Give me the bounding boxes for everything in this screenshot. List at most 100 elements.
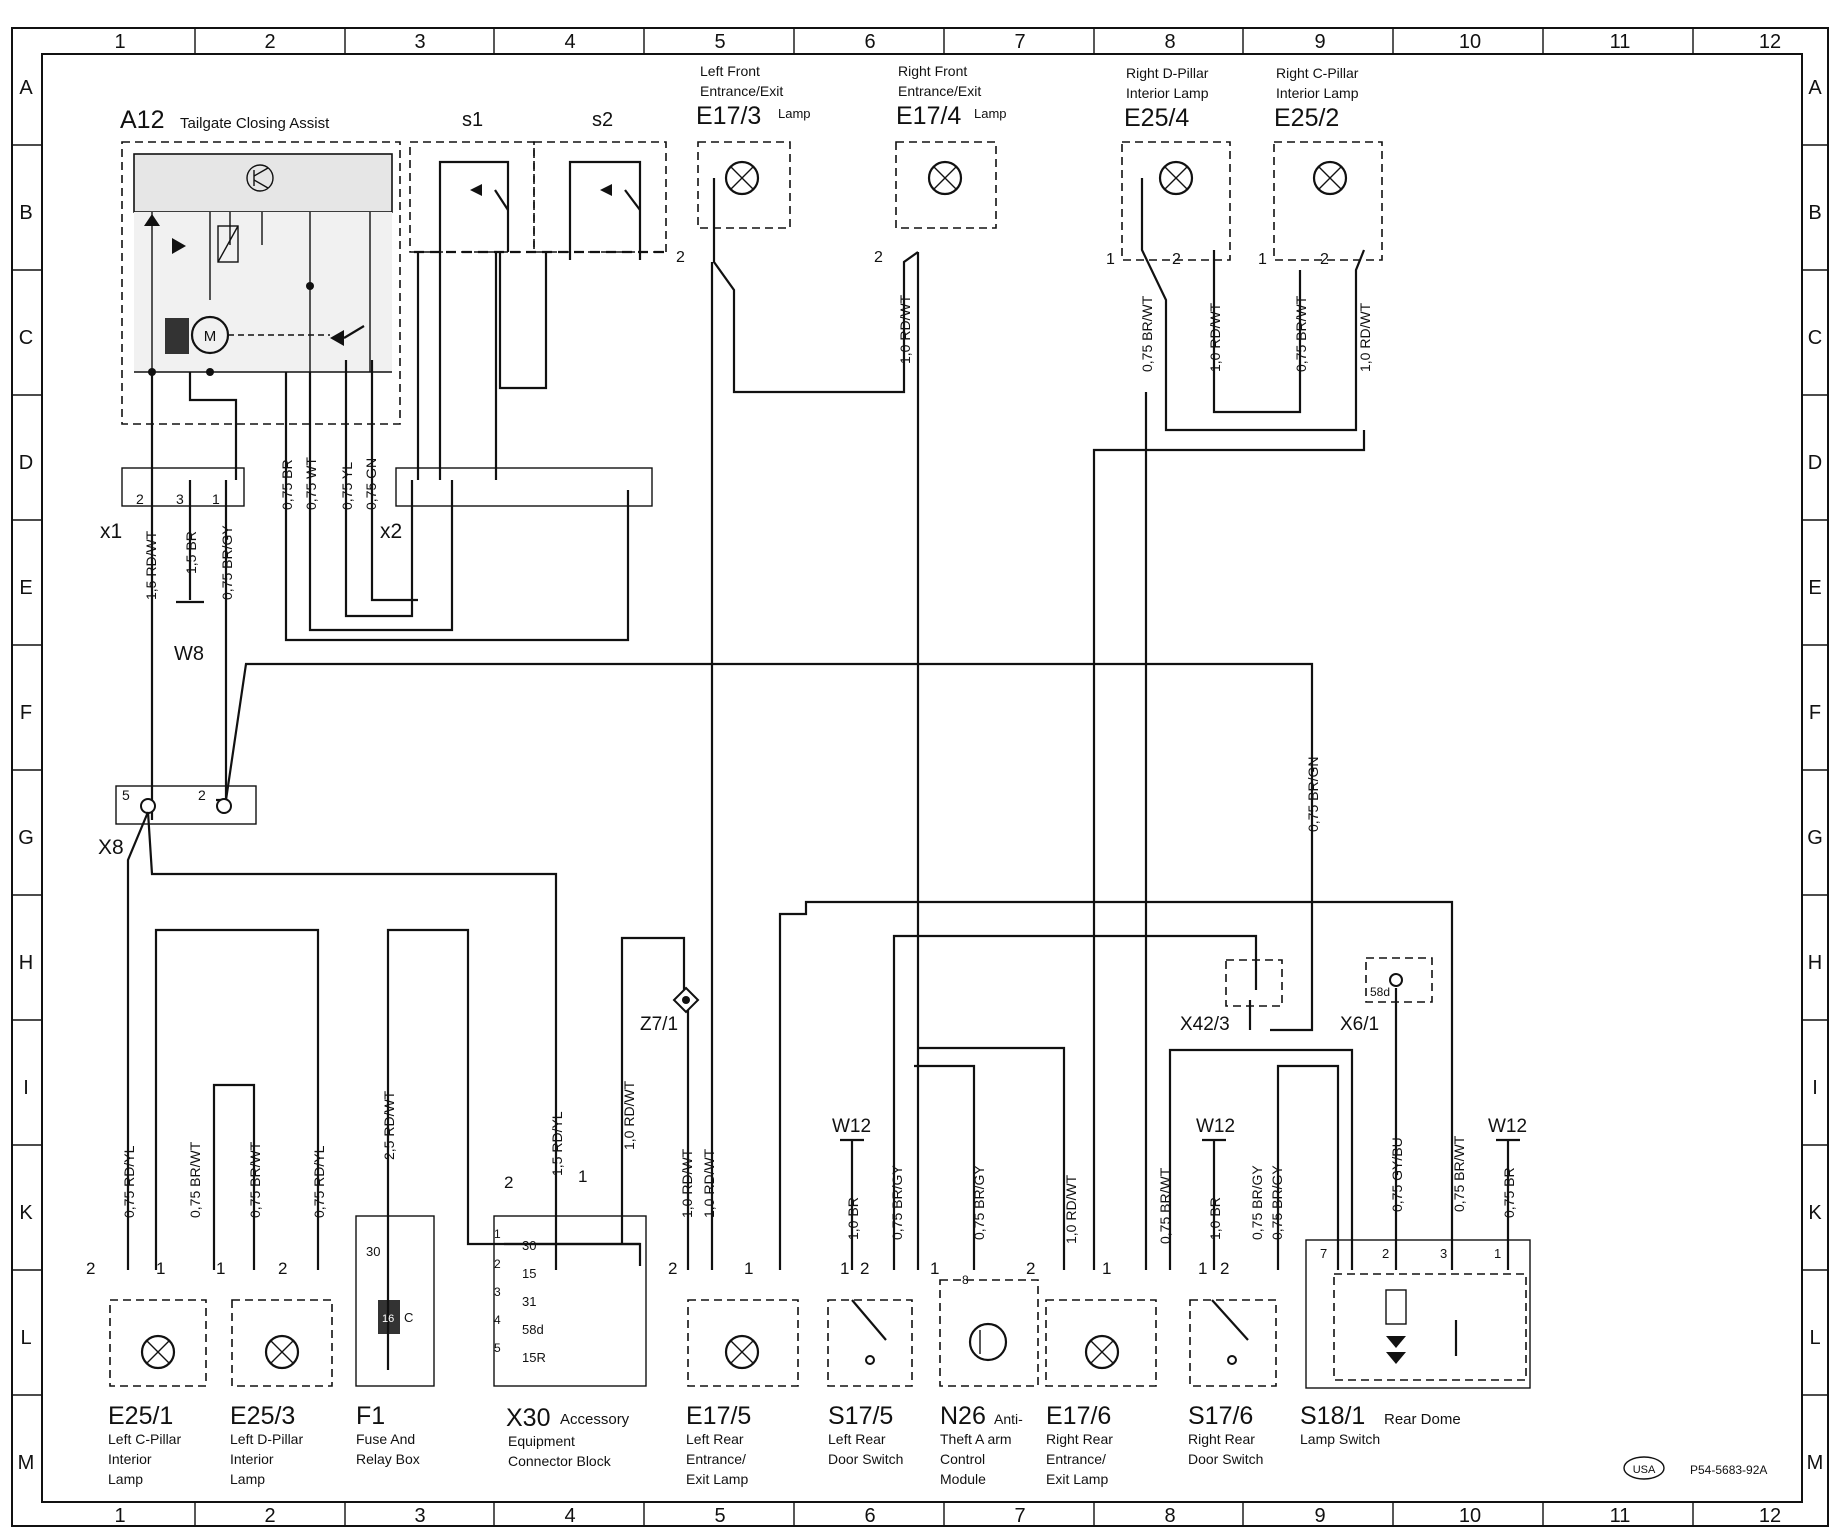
e25-2-desc2: Interior Lamp [1276,85,1359,101]
e25-1-line1: Left C-Pillar [108,1431,181,1447]
e25-3-id: E25/3 [230,1402,295,1430]
wire-x30-a: 1,5 RD/YL [549,1111,565,1176]
e25-1-line2: Interior [108,1451,152,1467]
x30-pin30: 30 [522,1238,536,1253]
col-label-top-3: 3 [414,31,425,53]
n26-line2: Control [940,1451,985,1467]
s17-5-line2: Door Switch [828,1451,903,1467]
e25-3-line3: Lamp [230,1471,265,1487]
wire-e25-3-1: 0,75 BR/WT [247,1141,263,1218]
wire-s18-3: 0,75 BR/WT [1451,1135,1467,1212]
wire-s17-6-2a: 0,75 BR/GY [1249,1165,1265,1240]
s17-6-pin1: 1 [1198,1259,1207,1278]
usa-logo-text: USA [1633,1464,1656,1476]
row-label-right-H: H [1808,952,1822,974]
col-label-top-11: 11 [1610,31,1631,53]
row-label-left-E: E [19,577,32,599]
usa-logo-icon [1623,1456,1665,1480]
wire-a12-yl: 0,75 YL [339,462,355,510]
wire-e25-2-2: 1,0 RD/WT [1357,302,1373,372]
row-label-right-B: B [1808,202,1821,224]
col-label-top-7: 7 [1014,31,1025,53]
s18-1-pin1: 1 [1494,1246,1501,1261]
e17-6-line1: Right Rear [1046,1431,1113,1447]
wire-e25-2-1: 0,75 BR/WT [1293,295,1309,372]
col-label-bottom-5: 5 [714,1505,725,1527]
e25-4-desc1: Right D-Pillar [1126,65,1209,81]
e25-2-pin2: 2 [1320,251,1329,268]
e17-6-pin1: 1 [1102,1259,1111,1278]
n26-pin1: 1 [930,1259,939,1278]
e17-3-suffix: Lamp [778,106,811,121]
col-label-bottom-12: 12 [1759,1505,1781,1527]
s18-1-id: S18/1 [1300,1402,1365,1430]
e25-1-pin1: 1 [156,1259,165,1278]
f1-pin16: 16 [382,1313,394,1325]
col-label-bottom-11: 11 [1610,1505,1631,1527]
col-label-top-6: 6 [864,31,875,53]
e25-1-pin2: 2 [86,1259,95,1278]
x30-pin15r: 15R [522,1350,546,1365]
e17-3-desc1: Left Front [700,63,760,79]
col-label-top-4: 4 [564,31,575,53]
diode-icon [144,214,160,226]
row-label-left-L: L [20,1327,31,1349]
e25-1-lamp [109,1299,207,1387]
e25-1-id: E25/1 [108,1402,173,1430]
s17-6-id: S17/6 [1188,1402,1253,1430]
s17-6-line2: Door Switch [1188,1451,1263,1467]
x30-pin-num3: 3 [494,1285,501,1299]
wire-e25-4-1: 0,75 BR/WT [1139,295,1155,372]
wire-x30-b: 1,0 RD/WT [621,1080,637,1150]
a12-id: A12 [120,106,164,134]
e25-2-lamp [1273,141,1383,261]
row-label-right-F: F [1809,702,1821,724]
x1-connector [121,467,245,507]
x30-pin15: 15 [522,1266,536,1281]
f1-id: F1 [356,1402,385,1430]
row-label-left-F: F [20,702,32,724]
x30-pin-num5: 5 [494,1341,501,1355]
drawing-code: P54-5683-92A [1690,1463,1767,1477]
a12-module: M [121,141,401,425]
inner-frame [41,53,1803,1503]
row-label-right-D: D [1808,452,1822,474]
e17-6-line2: Entrance/ [1046,1451,1106,1467]
col-label-bottom-10: 10 [1459,1505,1481,1527]
e25-3-pin2: 2 [278,1259,287,1278]
x1-pin2: 2 [136,491,144,507]
col-label-bottom-2: 2 [264,1505,275,1527]
row-label-left-D: D [19,452,33,474]
e17-5-lamp [687,1299,799,1387]
e17-3-pin: 2 [676,249,685,266]
x30-id: X30 [506,1404,550,1432]
n26-suffix: Anti- [994,1411,1023,1427]
e25-4-lamp [1121,141,1231,261]
x30-pin58d: 58d [522,1322,544,1337]
e17-5-line1: Left Rear [686,1431,744,1447]
e17-6-pin2: 2 [1026,1259,1035,1278]
wire-e25-4-2: 1,0 RD/WT [1207,302,1223,372]
col-label-bottom-9: 9 [1314,1505,1325,1527]
e25-3-line2: Interior [230,1451,274,1467]
wire-s17-5-1: 1,0 BR [845,1197,861,1240]
e25-3-lamp [231,1299,333,1387]
e17-4-lamp [895,141,997,229]
row-label-right-M: M [1807,1452,1824,1474]
e17-4-desc2: Entrance/Exit [898,83,981,99]
n26-line3: Module [940,1471,986,1487]
bottom-labels: E25/1 Left C-Pillar Interior Lamp E25/3 … [108,1402,1461,1487]
s2-label: s2 [592,109,613,131]
n26-line1: Theft A arm [940,1431,1012,1447]
row-label-left-C: C [19,327,33,349]
wire-x1-3: 1,5 BR [183,531,199,574]
f1-pinC: C [404,1310,413,1325]
x30-pin-num4: 4 [494,1313,501,1327]
w12-label-3: W12 [1488,1116,1527,1137]
x2-connector [395,467,653,507]
x8-pin5: 5 [122,787,130,803]
x1-pin1: 1 [212,491,220,507]
row-label-left-H: H [19,952,33,974]
e17-5-id: E17/5 [686,1402,751,1430]
wire-e17-5-1: 1,0 RD/WT [701,1148,717,1218]
